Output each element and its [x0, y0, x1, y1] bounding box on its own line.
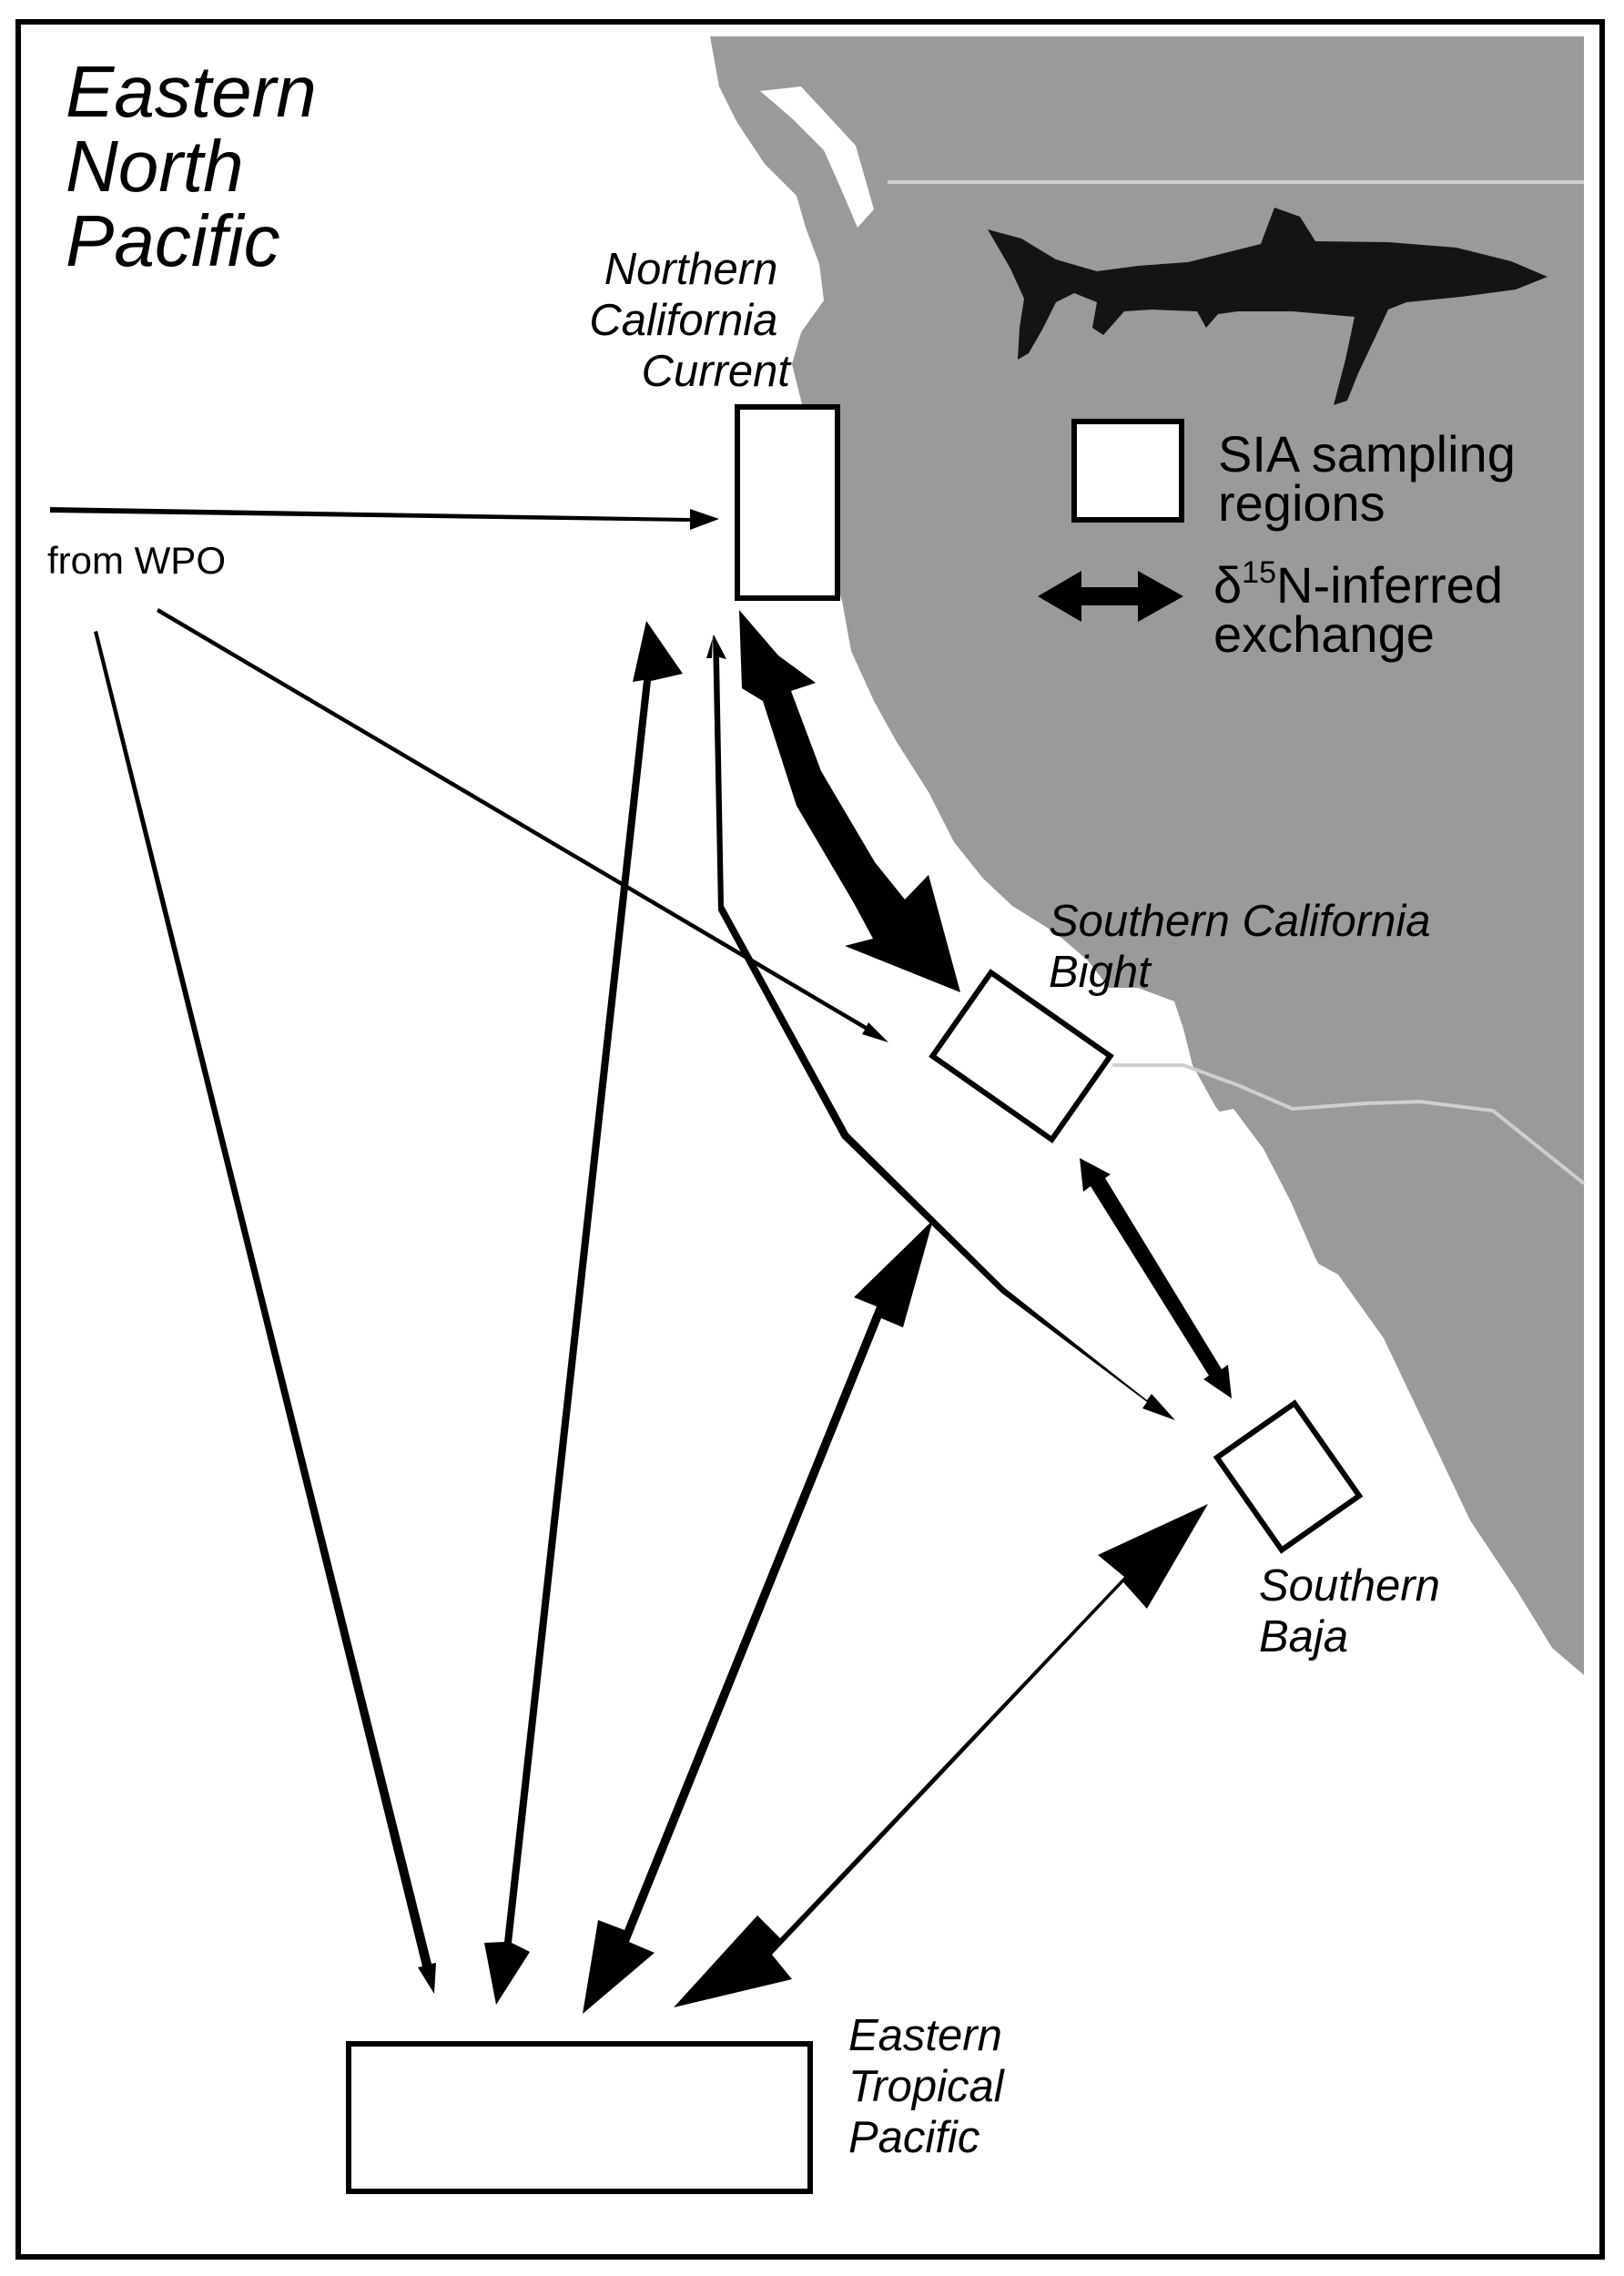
etp-label-line2: Tropical: [848, 2062, 1005, 2111]
map-title-line3: Pacific: [66, 200, 280, 281]
shark-icon: [988, 208, 1548, 405]
arrow-ncc-etp: [484, 621, 683, 2005]
legend-box-swatch: [1071, 419, 1184, 523]
etp-label: Eastern Tropical Pacific: [848, 2011, 1016, 2162]
map-title-line2: North: [66, 126, 244, 207]
legend-arrow-suffix: N-inferred: [1276, 556, 1503, 614]
scb-label: Southern California Bight: [1049, 897, 1443, 997]
sbaja-label: Southern Baja: [1259, 1561, 1453, 1661]
arrow-etp-sbaja: [674, 1504, 1208, 2007]
arrow-wpo-to-ncc: [50, 507, 719, 530]
scb-label-line1: Southern California: [1049, 897, 1430, 946]
land-north-america: [710, 36, 1584, 1675]
ncc-label-line1: Northern: [604, 245, 778, 294]
double-headed-arrow-icon: [1038, 571, 1183, 622]
map-legend: SIA sampling regions δ15N-inferred excha…: [1038, 419, 1529, 663]
scb-region-box: [929, 969, 1114, 1143]
arrow-wpo-to-scb: [157, 608, 888, 1042]
arrow-ncc-scb: [739, 610, 960, 992]
legend-superscript: 15: [1242, 555, 1276, 590]
sbaja-label-line2: Baja: [1259, 1612, 1348, 1661]
sbaja-region-box: [1213, 1399, 1364, 1554]
gulf-of-california: [1202, 1109, 1470, 1575]
from-wpo-label: from WPO: [47, 539, 226, 582]
legend-box-label: SIA sampling regions: [1218, 425, 1529, 532]
arrow-scb-sbaja: [1080, 1158, 1232, 1398]
map-title-line1: Eastern: [66, 51, 317, 132]
border-us-mexico: [1112, 1063, 1586, 1185]
legend-delta: δ: [1213, 556, 1242, 614]
arrow-etp-scb: [583, 1220, 933, 2014]
legend-arrow-label: δ15N-inferred: [1213, 555, 1503, 614]
ncc-region-box: [735, 404, 840, 601]
legend-box-label-line2: regions: [1218, 474, 1385, 532]
ncc-label-line3: Current: [642, 347, 793, 396]
map-title: Eastern North Pacific: [66, 51, 337, 281]
map-frame: [15, 19, 1605, 2260]
ncc-label-line2: California: [589, 296, 777, 345]
etp-region-box: [346, 2041, 813, 2194]
sbaja-label-line1: Southern: [1259, 1561, 1440, 1610]
exchange-arrows: [50, 507, 1232, 2014]
ncc-label: Northern California Current: [589, 245, 792, 396]
etp-label-line1: Eastern: [848, 2011, 1002, 2060]
legend-box-label-line1: SIA sampling: [1218, 425, 1516, 483]
legend-arrow-label-line2: exchange: [1213, 605, 1435, 663]
arrow-wpo-to-etp: [94, 631, 436, 1994]
scb-label-line2: Bight: [1049, 948, 1152, 997]
puget-sound-inlet: [760, 86, 874, 228]
etp-label-line3: Pacific: [848, 2113, 979, 2162]
